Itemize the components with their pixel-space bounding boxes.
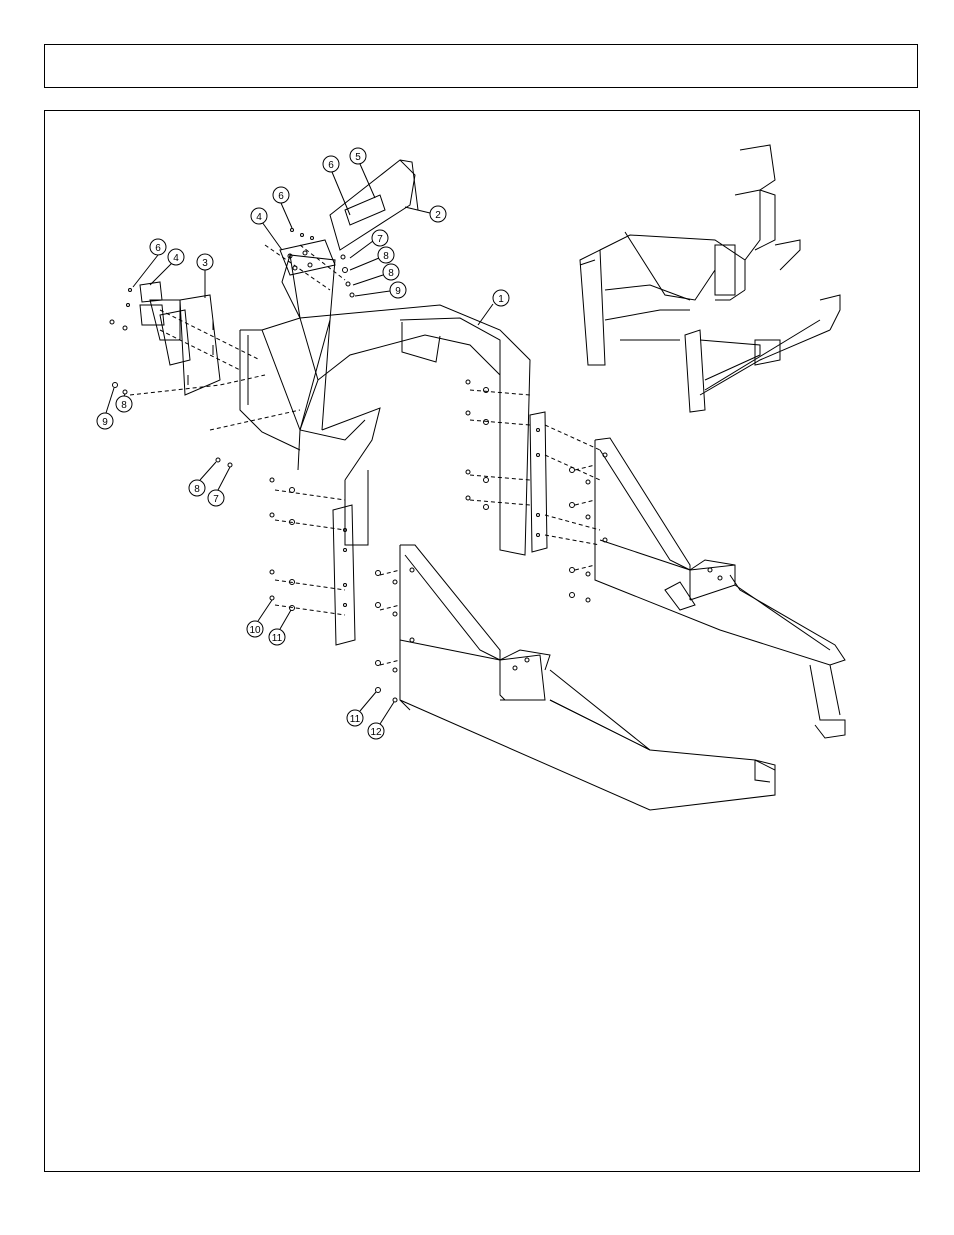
left-vertical-post	[333, 505, 355, 645]
callout-label-5: 5	[355, 152, 361, 163]
callout-10: 10	[247, 600, 272, 637]
callout-label-6-left: 6	[155, 243, 161, 254]
callout-label-8-left: 8	[121, 400, 127, 411]
callout-2: 2	[405, 206, 446, 222]
callout-6-top: 6	[273, 187, 292, 228]
callout-label-11-left: 11	[272, 633, 283, 644]
callout-label-8-bottom: 8	[194, 484, 200, 495]
callout-5: 5	[350, 148, 375, 198]
callout-7-bottom: 7	[208, 467, 230, 506]
callout-11-left: 11	[269, 610, 291, 645]
callout-label-4-left: 4	[173, 253, 179, 264]
callout-1: 1	[478, 290, 509, 325]
callout-11-bottom: 11	[347, 692, 376, 726]
callout-label-9-left: 9	[102, 417, 108, 428]
tube-plate	[280, 240, 335, 275]
callout-label-8-top: 8	[383, 251, 389, 262]
left-mount-plate	[140, 282, 220, 395]
callout-label-4-top: 4	[256, 212, 262, 223]
callout-label-12: 12	[370, 727, 382, 738]
callout-label-7-bottom: 7	[213, 494, 219, 505]
callout-label-11-bottom: 11	[350, 714, 361, 725]
callout-9-left: 9	[97, 388, 114, 429]
callout-label-10: 10	[249, 625, 261, 636]
callout-label-6-top: 6	[278, 191, 284, 202]
inset-assembled-view	[580, 145, 840, 412]
callout-3: 3	[197, 254, 213, 298]
callout-label-6-bracket: 6	[328, 160, 334, 171]
front-lift-arm	[400, 545, 775, 810]
rear-lift-arm	[595, 438, 845, 738]
callout-4-top: 4	[251, 208, 282, 250]
callout-6-bracket: 6	[323, 156, 350, 215]
callout-label-2: 2	[435, 210, 441, 221]
callout-label-9-top: 9	[395, 286, 401, 297]
callout-12: 12	[368, 702, 394, 739]
callout-8-mid: 8	[353, 264, 399, 285]
callout-6-left: 6	[133, 239, 166, 287]
callout-label-7-top: 7	[377, 234, 383, 245]
callout-9-top: 9	[355, 282, 406, 298]
callout-8-left: 8	[116, 394, 132, 412]
assembly-guide-lines	[130, 245, 600, 665]
right-vertical-post	[530, 412, 547, 552]
callout-label-1: 1	[498, 294, 504, 305]
callout-label-8-mid: 8	[388, 268, 394, 279]
callout-label-3: 3	[202, 258, 208, 269]
main-frame-arch	[240, 255, 530, 555]
